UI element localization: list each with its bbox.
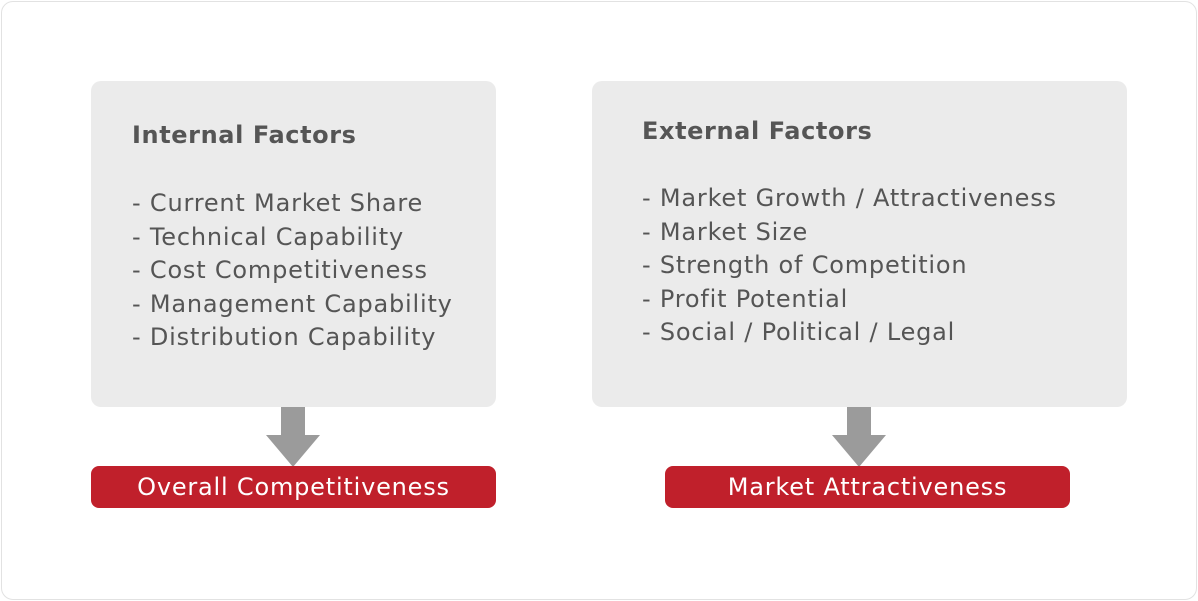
internal-factors-title: Internal Factors [132,121,357,149]
list-item: - Strength of Competition [642,251,968,279]
external-factors-list: - Market Growth / Attractiveness - Marke… [642,182,1057,350]
internal-factors-list: - Current Market Share - Technical Capab… [132,187,453,355]
list-item: - Market Size [642,217,809,246]
external-factors-box: External Factors - Market Growth / Attra… [592,81,1127,407]
list-item: - Current Market Share [132,189,424,217]
external-factors-title: External Factors [642,117,873,145]
list-item: - Profit Potential [642,284,849,313]
list-item: - Social / Political / Legal [642,318,956,346]
arrow-down-icon [832,407,886,467]
market-attractiveness-label: Market Attractiveness [665,466,1070,508]
internal-factors-box: Internal Factors - Current Market Share … [91,81,496,407]
arrow-down-icon [266,407,320,467]
arrow-down-shape [266,407,320,467]
arrow-down-shape [832,407,886,467]
list-item: - Distribution Capability [132,323,437,351]
overall-competitiveness-label: Overall Competitiveness [91,466,496,508]
list-item: - Technical Capability [132,222,404,251]
list-item: - Management Capability [132,289,453,318]
list-item: - Market Growth / Attractiveness [642,184,1057,212]
list-item: - Cost Competitiveness [132,256,428,284]
